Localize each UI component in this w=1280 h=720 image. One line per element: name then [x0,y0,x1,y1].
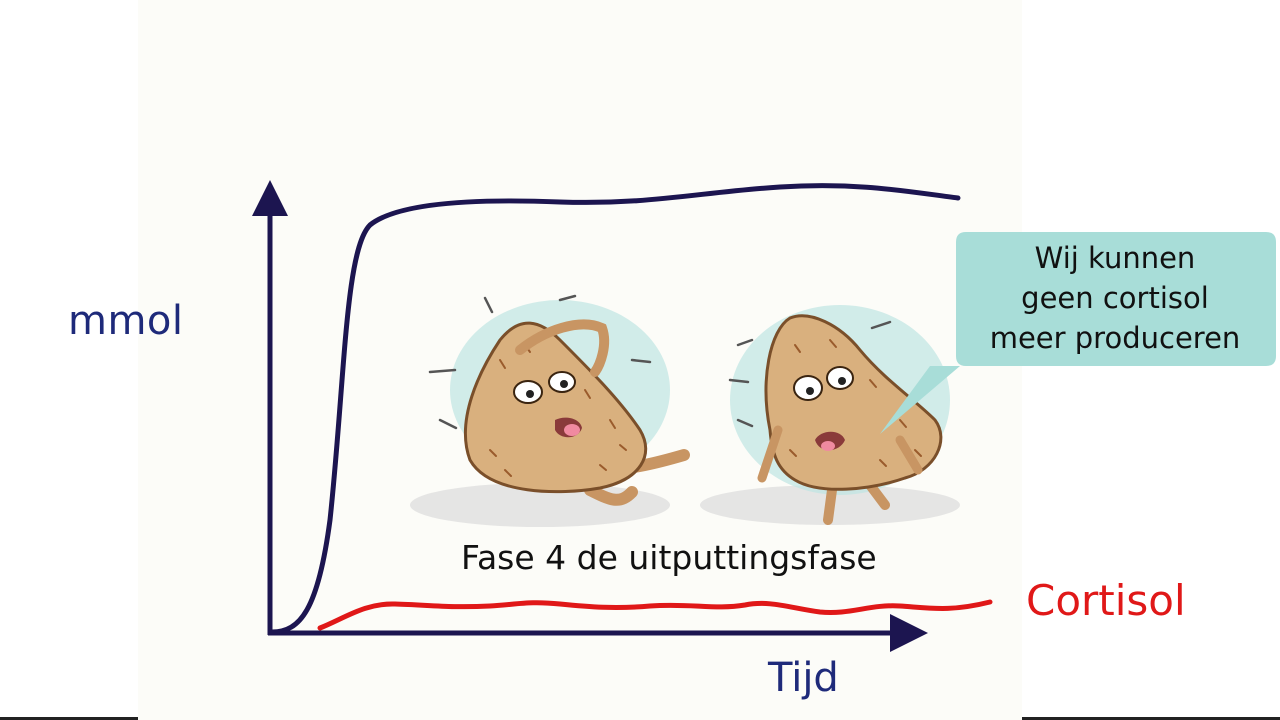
speech-bubble-line-1: Wij kunnen [1034,241,1196,275]
sad-gland-standing-icon [700,305,960,525]
y-axis-label: mmol [68,298,184,344]
speech-bubble-line-3: meer produceren [989,321,1241,355]
speech-bubble-text: Wij kunnen geen cortisol meer produceren [962,238,1268,358]
x-axis-arrowhead [890,614,928,652]
y-axis-arrowhead [252,180,288,216]
upper-curve [269,183,961,635]
cortisol-series-label: Cortisol [1026,576,1186,625]
phase-title: Fase 4 de uitputtingsfase [461,538,877,577]
axes [252,180,928,652]
speech-bubble-line-2: geen cortisol [1021,281,1209,315]
cortisol-line [317,599,993,631]
speech-bubble [880,232,1276,434]
edge-line-left [0,717,138,720]
x-axis-label: Tijd [768,655,839,701]
edge-line-right [1022,717,1280,720]
exhausted-gland-sitting-icon [410,294,690,527]
